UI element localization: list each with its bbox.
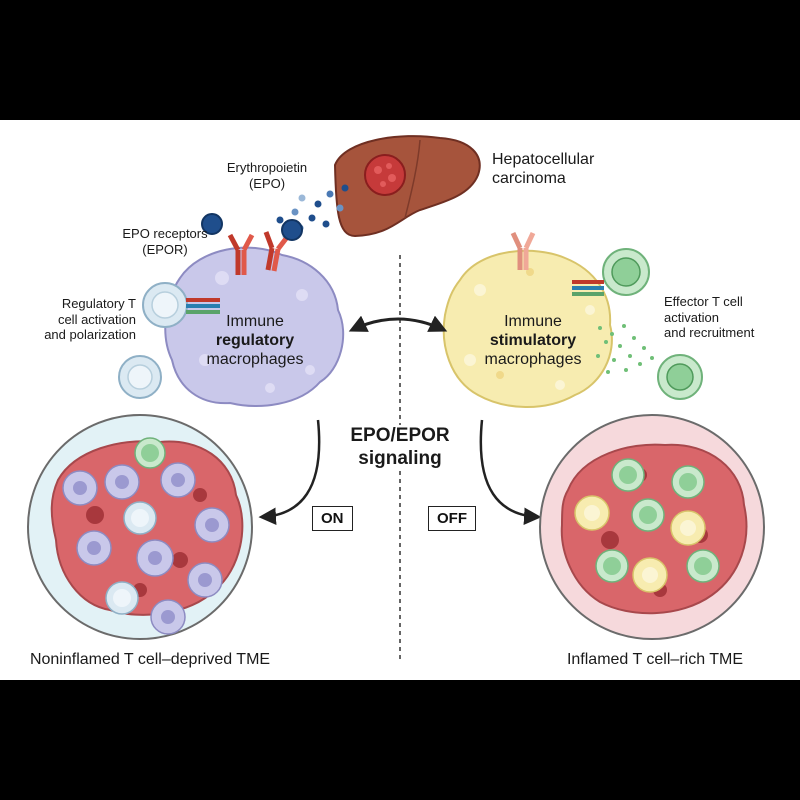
right-tme-circle [539,414,765,640]
regulatory-t-cell-2 [118,355,162,399]
regulatory-macrophage-label: Immune regulatory macrophages [206,313,304,369]
arrow-to-right-tme [479,419,542,525]
effector-label: Effector T cell activation and recruitme… [664,294,755,341]
effector-t-cell-1 [602,248,650,296]
hcc-label: Hepatocellular carcinoma [492,151,595,188]
treg-label: Regulatory T cell activation and polariz… [44,296,136,343]
regulatory-macrophage [164,246,345,407]
liver-icon [333,135,481,238]
epo-receptor-left-2 [263,219,303,272]
stimulatory-macrophage-label: Immune stimulatory macrophages [484,313,582,369]
epo-receptor-left-1 [201,213,255,275]
tcr-complex-right [572,280,604,296]
bidirectional-arrow [348,315,448,332]
epor-label: EPO receptors (EPOR) [122,226,208,257]
epo-receptor-right [510,231,536,270]
tcr-complex-left [186,298,220,314]
right-tme-label: Inflamed T cell–rich TME [566,651,744,668]
signaling-label: EPO/EPOR signaling [330,425,470,471]
off-label: OFF [428,506,476,531]
left-tme-circle [27,414,253,640]
left-tme-label: Noninflamed T cell–deprived TME [29,651,271,668]
effector-t-cell-2 [657,354,703,400]
on-label: ON [312,506,353,531]
left-tme-t-cells [105,437,166,615]
arrow-to-left-tme [258,419,321,525]
cytokine-dots [596,324,654,374]
epo-label: Erythropoietin (EPO) [226,160,308,191]
figure-panel: Erythropoietin (EPO) Hepatocellular carc… [0,120,800,680]
regulatory-t-cell-1 [142,282,188,328]
